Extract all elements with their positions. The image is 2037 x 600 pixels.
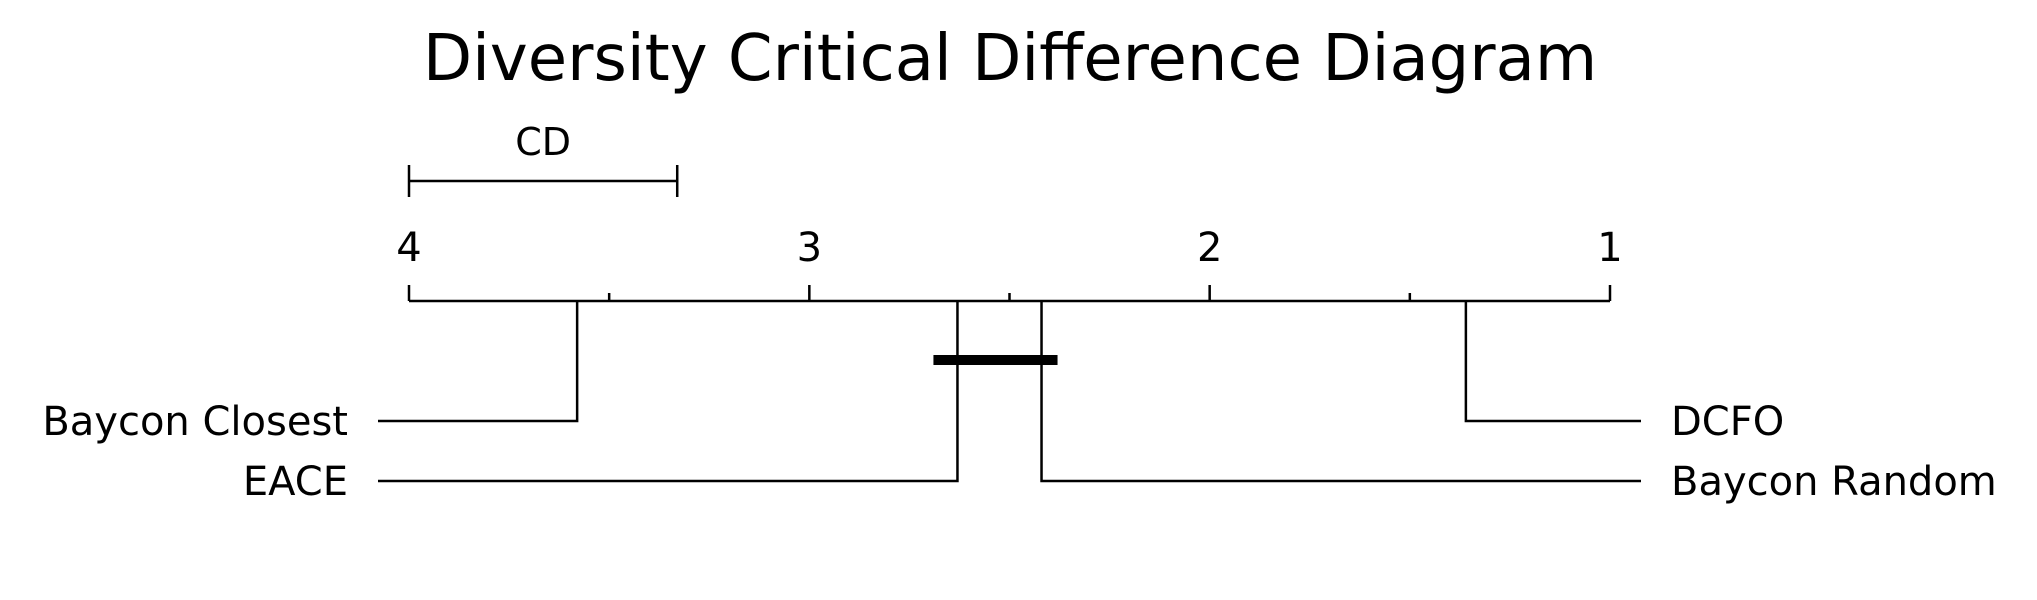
rank-axis: 4 3 2 1 <box>396 225 1623 303</box>
method-connector <box>1464 301 1641 423</box>
method-label: EACE <box>243 459 348 505</box>
method-label: Baycon Random <box>1671 459 1997 505</box>
tick-label: 1 <box>1597 225 1622 271</box>
method-connector <box>378 301 959 483</box>
tick-label: 2 <box>1197 225 1222 271</box>
cd-label: CD <box>515 120 571 164</box>
method-connector <box>378 301 579 423</box>
diagram-title: Diversity Critical Difference Diagram <box>423 22 1597 96</box>
method-label: DCFO <box>1671 399 1784 445</box>
method-label: Baycon Closest <box>42 399 348 445</box>
tick-label: 3 <box>797 225 822 271</box>
cd-scale: CD <box>407 120 679 197</box>
tick-label: 4 <box>396 225 421 271</box>
method-connector <box>1040 301 1641 483</box>
